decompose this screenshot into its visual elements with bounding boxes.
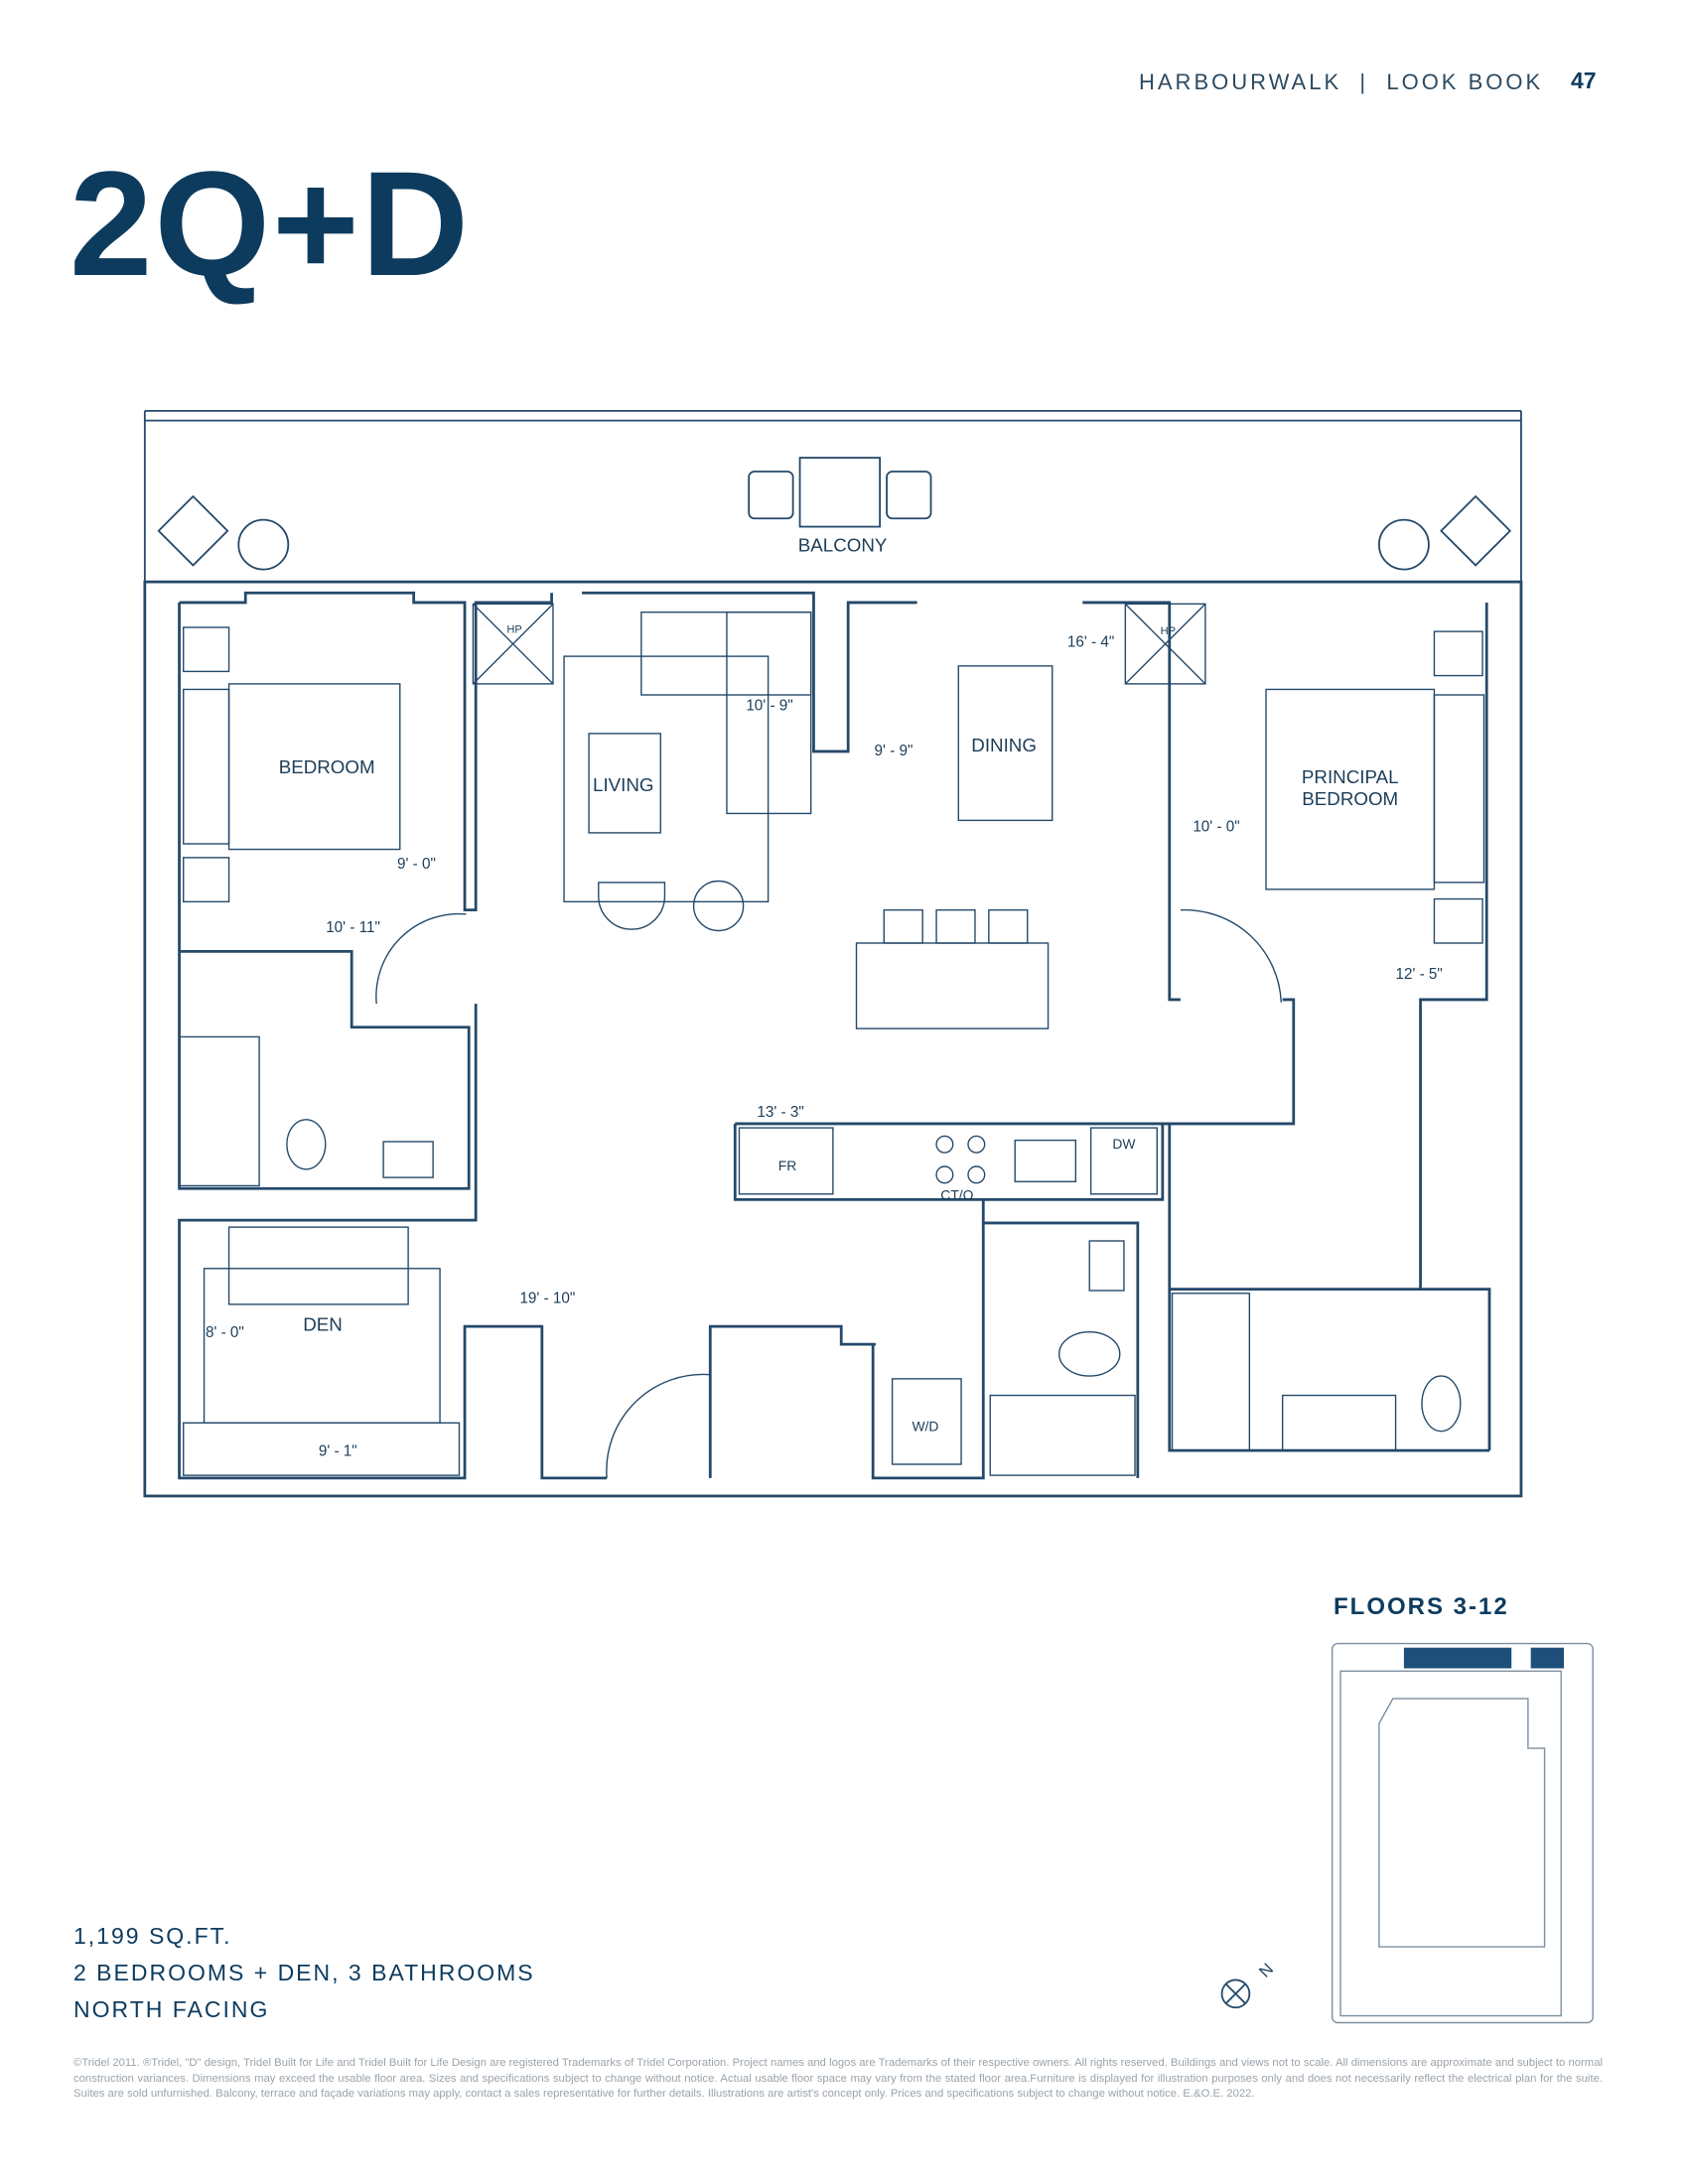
room-label-living: LIVING <box>593 774 653 795</box>
room-label-bedroom: BEDROOM <box>279 756 375 777</box>
suite-specs: 1,199 SQ.FT. 2 BEDROOMS + DEN, 3 BATHROO… <box>73 1918 535 2028</box>
label-hp-2: HP <box>1161 625 1176 637</box>
label-hp-1: HP <box>506 624 521 636</box>
dimension-label: 9' - 9" <box>875 743 914 759</box>
page-number: 47 <box>1571 68 1597 93</box>
brand-name: HARBOURWALK <box>1139 69 1342 94</box>
exterior-wall <box>143 580 1523 1498</box>
suite-rooms: 2 BEDROOMS + DEN, 3 BATHROOMS <box>73 1960 535 1985</box>
suite-facing: NORTH FACING <box>73 1996 270 2022</box>
suite-area: 1,199 SQ.FT. <box>73 1923 232 1949</box>
furniture <box>178 603 1485 1478</box>
key-plan <box>1331 1642 1594 2024</box>
room-label-wd: W/D <box>912 1419 938 1434</box>
label-fridge: FR <box>778 1158 797 1173</box>
dimension-label: 10' - 11" <box>326 919 380 936</box>
room-label-den: DEN <box>303 1313 343 1334</box>
floors-label: FLOORS 3-12 <box>1334 1593 1509 1620</box>
dimension-label: 12' - 5" <box>1395 966 1442 983</box>
dimension-label: 19' - 10" <box>519 1291 575 1307</box>
interior-walls <box>178 591 1491 1480</box>
compass-north-label: N <box>1255 1960 1277 1981</box>
room-label-dining: DINING <box>971 735 1037 755</box>
suite-title: 2Q+D <box>70 140 472 307</box>
dimension-label: 9' - 1" <box>319 1443 357 1460</box>
dimension-label: 8' - 0" <box>206 1324 244 1341</box>
compass-icon: N <box>1220 1960 1277 2009</box>
dimension-label: 10' - 0" <box>1193 818 1239 835</box>
label-cooktop: CT/O <box>940 1186 973 1202</box>
header-title: HARBOURWALK | LOOK BOOK <box>1139 69 1543 95</box>
dimension-label: 9' - 0" <box>397 856 436 873</box>
highlighted-suite <box>1403 1647 1512 1669</box>
header-separator: | <box>1359 69 1369 94</box>
room-label-principal-2: BEDROOM <box>1302 788 1398 809</box>
dimension-label: 16' - 4" <box>1067 633 1114 650</box>
room-label-balcony: BALCONY <box>798 535 888 556</box>
room-label-principal-1: PRINCIPAL <box>1302 766 1399 787</box>
legal-disclaimer: ©Tridel 2011. ®Tridel, "D" design, Tride… <box>73 2057 1603 2100</box>
dimension-label: 10' - 9" <box>746 697 792 714</box>
balcony <box>143 409 1522 583</box>
label-dishwasher: DW <box>1112 1136 1136 1152</box>
section-name: LOOK BOOK <box>1386 69 1544 94</box>
dimension-label: 13' - 3" <box>757 1104 803 1121</box>
